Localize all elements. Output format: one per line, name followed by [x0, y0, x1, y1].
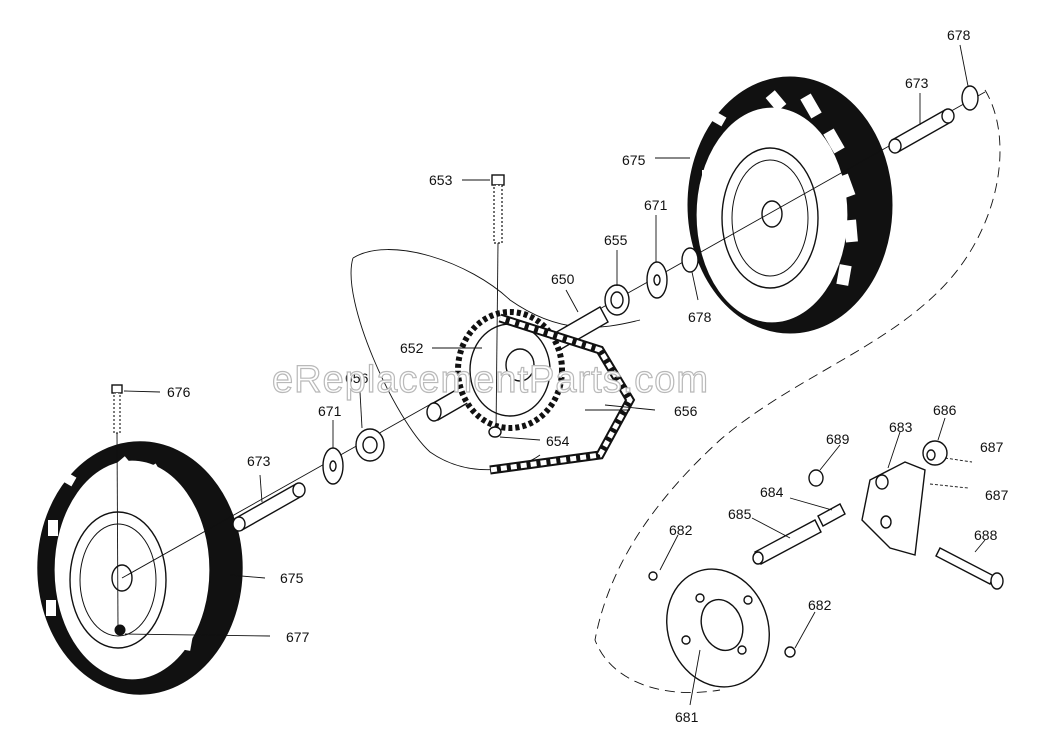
flange-nut-655-left — [355, 428, 385, 462]
pin-685 — [752, 519, 822, 565]
tire-left — [37, 441, 243, 695]
nut-689 — [808, 469, 824, 487]
callout-675-top: 675 — [622, 152, 646, 168]
dashed-boundary — [594, 89, 1001, 693]
callout-687-lower: 687 — [985, 487, 1009, 503]
flange-nut-655-right — [604, 284, 630, 316]
callout-673-left: 673 — [247, 453, 271, 469]
callout-653: 653 — [429, 172, 453, 188]
sprocket-652 — [455, 309, 565, 431]
callout-675-left: 675 — [280, 570, 304, 586]
nut-682-right — [784, 646, 796, 658]
clip-678-top — [961, 85, 979, 111]
bolt-653 — [488, 174, 505, 438]
callout-678-top: 678 — [947, 27, 971, 43]
watermark: eReplacementParts.com — [272, 359, 709, 401]
callout-684: 684 — [760, 484, 784, 500]
callout-656-upper: 656 — [345, 370, 369, 386]
callout-676: 676 — [167, 384, 191, 400]
plate-681 — [666, 568, 770, 688]
callout-688: 688 — [974, 527, 998, 543]
callout-671-top: 671 — [644, 197, 668, 213]
spring-684 — [817, 503, 846, 527]
callout-677: 677 — [286, 629, 310, 645]
callout-673-top: 673 — [905, 75, 929, 91]
clip-678-mid — [681, 247, 699, 273]
callout-687-upper: 687 — [980, 439, 1004, 455]
bolt-688 — [935, 547, 1004, 590]
callout-682-left: 682 — [669, 522, 693, 538]
chain-656 — [489, 313, 636, 475]
callout-655: 655 — [604, 232, 628, 248]
callout-689: 689 — [826, 431, 850, 447]
callout-683: 683 — [889, 419, 913, 435]
spacer-673-right — [888, 108, 955, 154]
callout-685: 685 — [728, 506, 752, 522]
callout-681: 681 — [675, 709, 699, 725]
roller-686 — [922, 440, 948, 466]
callout-682-right: 682 — [808, 597, 832, 613]
tire-right — [687, 76, 893, 334]
callout-652: 652 — [400, 340, 424, 356]
callout-678-mid: 678 — [688, 309, 712, 325]
leader-lines — [123, 44, 986, 706]
callout-654: 654 — [546, 433, 570, 449]
nut-682-left — [648, 571, 658, 581]
spacer-673-left — [232, 482, 306, 532]
bracket-683 — [861, 461, 926, 556]
callout-656-right: 656 — [674, 403, 698, 419]
callout-650: 650 — [551, 271, 575, 287]
bolt-676 — [111, 384, 123, 629]
callout-671-left: 671 — [318, 403, 342, 419]
callout-686: 686 — [933, 402, 957, 418]
